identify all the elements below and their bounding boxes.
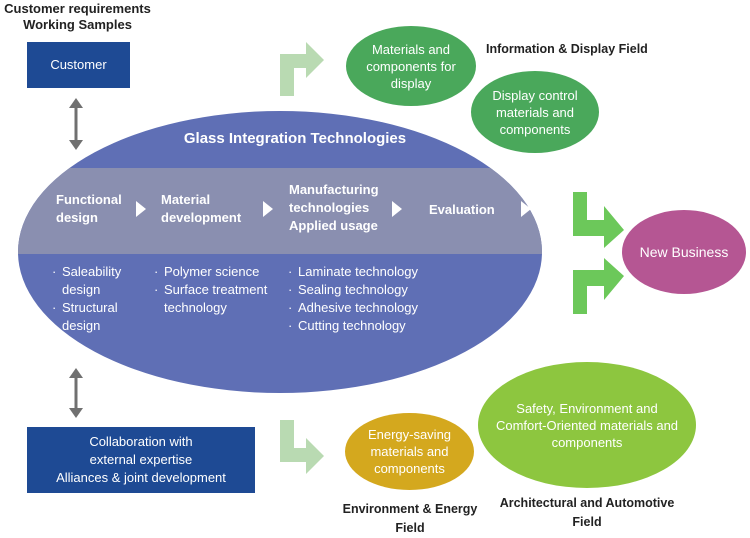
step-arrow xyxy=(263,201,273,217)
arrow-to-new-business-upper-icon xyxy=(573,192,624,248)
step-line: Functional xyxy=(56,192,122,207)
bullet-item: Laminate technology xyxy=(298,264,418,279)
collab-line: Alliances & joint development xyxy=(56,470,226,485)
bullet-column-design: ·Saleability design ·Structural design xyxy=(52,264,122,333)
step-manufacturing: Manufacturing technologies Applied usage xyxy=(289,181,379,235)
arrow-to-display-icon xyxy=(280,42,324,96)
step-line: Material xyxy=(161,192,211,207)
step-evaluation: Evaluation xyxy=(429,201,495,219)
step-line: design xyxy=(56,210,98,225)
environment-field-label: Environment & Energy Field xyxy=(330,500,490,538)
step-material-development: Material development xyxy=(161,191,241,227)
step-arrow xyxy=(521,201,531,217)
circle-line: Display control xyxy=(492,87,578,103)
circle-line: materials and xyxy=(495,104,575,120)
info-display-field-label: Information & Display Field xyxy=(486,42,648,56)
collab-line: external expertise xyxy=(89,452,193,467)
bullet-item: Structural xyxy=(62,300,118,315)
circle-line: Safety, Environment and xyxy=(516,400,658,416)
bullet-item: design xyxy=(62,282,101,297)
architectural-field-label: Architectural and Automotive Field xyxy=(478,494,696,532)
field-line: Field xyxy=(395,521,425,535)
field-line: Field xyxy=(572,515,602,529)
bullet-column-manufacturing: ·Laminate technology ·Sealing technology… xyxy=(288,264,418,333)
bullet-item: design xyxy=(62,318,101,333)
circle-line: Materials and xyxy=(371,41,451,57)
display-control-circle: Display control materials and components xyxy=(471,71,599,153)
arrow-to-new-business-lower-icon xyxy=(573,258,624,314)
collaboration-box: Collaboration with external expertise Al… xyxy=(27,427,255,493)
customer-connector-arrow xyxy=(69,98,83,150)
arrow-to-energy-icon xyxy=(280,420,324,474)
header-line-1: Customer requirements xyxy=(4,1,151,16)
circle-line: components xyxy=(499,121,571,137)
display-materials-circle: Materials and components for display xyxy=(346,26,476,106)
header-requirements: Customer requirements Working Samples xyxy=(0,1,155,33)
step-functional-design: Functional design xyxy=(56,191,122,227)
bullet-item: Adhesive technology xyxy=(298,300,418,315)
collab-line: Collaboration with xyxy=(89,434,193,449)
field-line: Environment & Energy xyxy=(342,502,478,516)
bullet-item: Polymer science xyxy=(164,264,260,279)
step-line: technologies xyxy=(289,200,370,215)
step-line: Applied usage xyxy=(289,218,378,233)
circle-line: Energy-saving xyxy=(367,427,452,442)
step-arrow xyxy=(392,201,402,217)
circle-line: display xyxy=(390,75,432,91)
core-title: Glass Integration Technologies xyxy=(183,130,407,147)
new-business-label: New Business xyxy=(639,243,729,260)
circle-line: components for xyxy=(366,58,456,74)
circle-line: Comfort-Oriented materials and xyxy=(495,417,679,433)
new-business-circle: New Business xyxy=(622,210,746,294)
collab-connector-arrow xyxy=(69,368,83,418)
architectural-circle: Safety, Environment and Comfort-Oriented… xyxy=(478,362,696,488)
bullet-item: Surface treatment xyxy=(164,282,268,297)
circle-line: components xyxy=(551,434,623,450)
header-line-2: Working Samples xyxy=(23,17,132,32)
bullet-item: Saleability xyxy=(62,264,122,279)
bullet-item: Cutting technology xyxy=(298,318,406,333)
circle-line: materials and xyxy=(370,444,449,459)
step-line: development xyxy=(161,210,242,225)
step-line: Evaluation xyxy=(429,202,495,217)
field-line: Architectural and Automotive xyxy=(499,496,675,510)
bullet-item: technology xyxy=(164,300,227,315)
bullet-item: Sealing technology xyxy=(298,282,408,297)
step-arrow xyxy=(136,201,146,217)
step-line: Manufacturing xyxy=(289,182,379,197)
customer-box: Customer xyxy=(27,42,130,88)
customer-label: Customer xyxy=(50,57,107,72)
circle-line: components xyxy=(374,461,445,476)
energy-saving-circle: Energy-saving materials and components xyxy=(345,413,474,490)
bullet-column-materials: ·Polymer science ·Surface treatment tech… xyxy=(154,264,268,315)
